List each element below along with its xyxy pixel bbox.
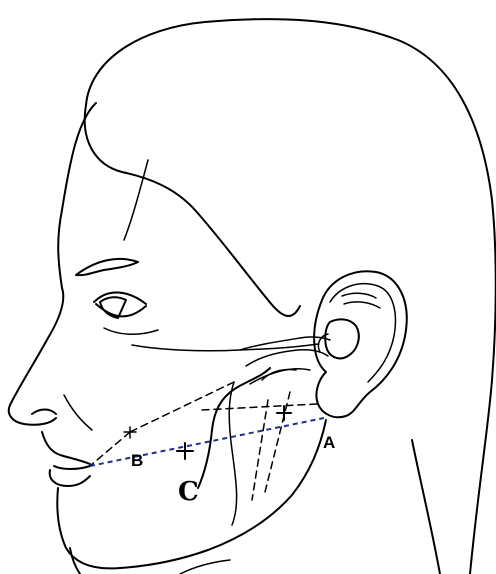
point-label-c: C [178,479,199,505]
point-label-b: B [131,452,143,469]
hairline [85,105,300,316]
dashed-line-vertical-left [252,400,268,500]
nose-outline [9,338,56,425]
point-label-a: A [323,434,335,451]
neck-back [412,440,440,574]
dashed-line-vertical-right [264,392,290,496]
inner-jaw-line [229,382,236,525]
ear-concha [325,319,359,358]
brow-ridge [48,288,63,338]
temple-line [124,160,148,240]
collar-line [180,560,230,574]
nasolabial-fold [64,395,92,430]
plus-marker-ear [277,406,291,420]
ear-helix [330,284,395,382]
mouth-line [54,466,90,469]
forehead-outline [58,103,96,288]
upper-lip [42,432,90,464]
cheek-line [132,344,318,351]
lower-lip [50,470,90,486]
nostril [32,410,56,415]
skull-outline [86,19,496,574]
eyebrow [76,259,138,275]
under-eye-line [104,328,158,334]
ear-antihelix [342,293,380,308]
